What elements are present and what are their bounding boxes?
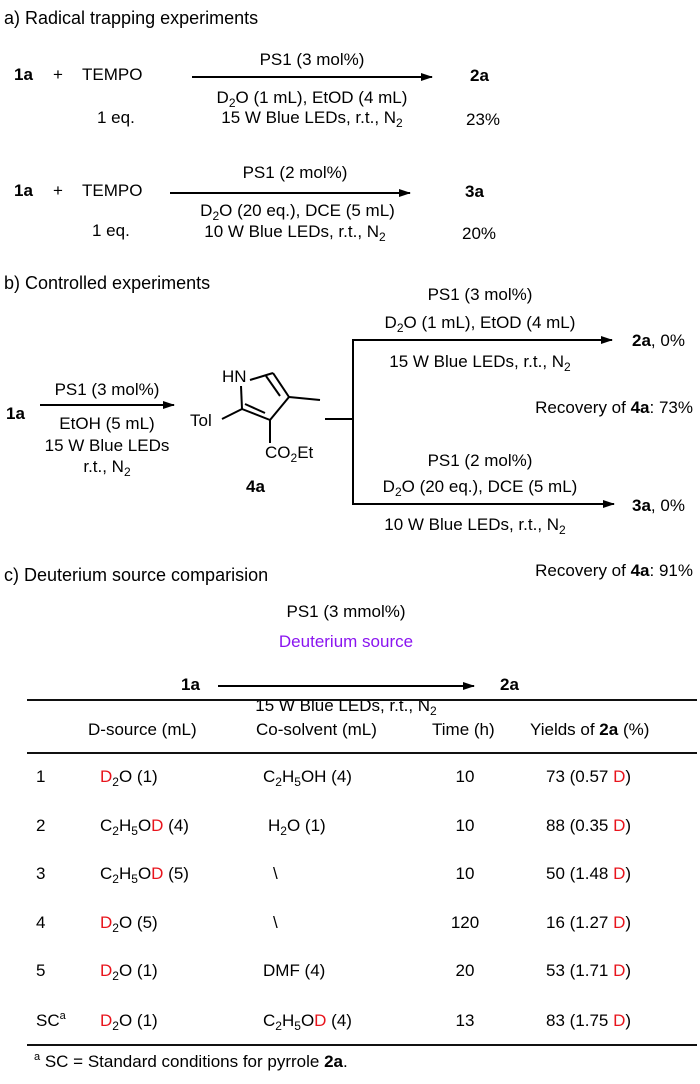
substrate-1a: 1a — [6, 404, 25, 423]
cell-time: 10 — [455, 864, 475, 883]
substrate-1a: 1a — [181, 675, 200, 694]
catalyst-label: PS1 (2 mol%) — [427, 451, 533, 470]
cell-entry: 4 — [36, 913, 46, 932]
catalyst-label: PS1 (3 mol%) — [427, 285, 533, 304]
cell-time: 10 — [455, 816, 475, 835]
cell-entry: 3 — [36, 864, 46, 883]
cell-time: 20 — [455, 961, 475, 980]
cell-cosolvent: \ — [273, 913, 278, 932]
table-header-dsource: D-source (mL) — [88, 720, 197, 739]
cell-cosolvent: C2H5OD (4) — [263, 1011, 352, 1033]
cell-time: 13 — [455, 1011, 475, 1030]
cell-entry: 2 — [36, 816, 46, 835]
section-b-title: b) Controlled experiments — [4, 273, 211, 293]
table-bottom-rule — [27, 1044, 697, 1046]
cell-dsource: C2H5OD (4) — [100, 816, 189, 838]
cell-entry: 5 — [36, 961, 46, 980]
conditions-atmosphere: r.t., N2 — [83, 457, 131, 479]
table-header-rule — [27, 752, 697, 754]
substrate-1a: 1a — [14, 65, 33, 84]
conditions-light: 15 W Blue LEDs, r.t., N2 — [221, 108, 403, 130]
ester-label: CO2Et — [265, 443, 314, 465]
table-footnote: a SC = Standard conditions for pyrrole 2… — [34, 1051, 348, 1072]
conditions-solvent: D2O (20 eq.), DCE (5 mL) — [382, 477, 578, 499]
product-2a: 2a — [500, 675, 519, 694]
product-yield: 2a, 0% — [632, 331, 685, 350]
substrate-1a: 1a — [14, 181, 33, 200]
cell-yield: 16 (1.27 D) — [546, 913, 632, 932]
intermediate-4a: 4a — [246, 477, 265, 496]
section-c-title: c) Deuterium source comparision — [4, 565, 269, 585]
cell-dsource: D2O (1) — [100, 961, 158, 983]
product-3a: 3a — [465, 182, 484, 201]
cell-dsource: D2O (1) — [100, 767, 158, 789]
plus-sign: + — [53, 65, 63, 84]
pyrrole-nh-label: HN — [222, 367, 247, 386]
conditions-light: 15 W Blue LEDs, r.t., N2 — [389, 352, 571, 374]
cell-dsource: D2O (1) — [100, 1011, 158, 1033]
product-yield: 20% — [462, 224, 497, 243]
conditions-light: 10 W Blue LEDs, r.t., N2 — [384, 515, 566, 537]
conditions-light: 15 W Blue LEDs — [44, 436, 170, 455]
table-top-rule — [27, 699, 697, 701]
cell-time: 10 — [455, 767, 475, 786]
reagent-tempo: TEMPO — [82, 65, 143, 84]
conditions-solvent: D2O (1 mL), EtOD (4 mL) — [216, 88, 408, 110]
cell-yield: 50 (1.48 D) — [546, 864, 632, 883]
cell-yield: 83 (1.75 D) — [546, 1011, 632, 1030]
plus-sign: + — [53, 181, 63, 200]
conditions-solvent: D2O (20 eq.), DCE (5 mL) — [200, 201, 395, 223]
cell-cosolvent: DMF (4) — [263, 961, 326, 980]
tolyl-label: Tol — [190, 411, 212, 430]
recovery-4a: Recovery of 4a: 73% — [535, 398, 693, 417]
product-yield: 3a, 0% — [632, 496, 685, 515]
catalyst-label: PS1 (3 mmol%) — [286, 602, 406, 621]
product-2a: 2a — [470, 66, 489, 85]
cell-cosolvent: \ — [273, 864, 278, 883]
reagent-equivalents: 1 eq. — [92, 221, 130, 240]
pyrrole-structure-4a — [221, 372, 321, 443]
cell-dsource: D2O (5) — [100, 913, 158, 935]
catalyst-label: PS1 (3 mol%) — [259, 50, 365, 69]
cell-cosolvent: H2O (1) — [268, 816, 326, 838]
reagent-tempo: TEMPO — [82, 181, 143, 200]
section-a-title: a) Radical trapping experiments — [4, 8, 259, 28]
table-header-cosolvent: Co-solvent (mL) — [256, 720, 377, 739]
recovery-4a: Recovery of 4a: 91% — [535, 561, 693, 580]
product-yield: 23% — [466, 110, 501, 129]
cell-cosolvent: C2H5OH (4) — [263, 767, 352, 789]
table-header-time: Time (h) — [432, 720, 495, 739]
conditions-solvent: EtOH (5 mL) — [59, 414, 155, 433]
cell-yield: 73 (0.57 D) — [546, 767, 632, 786]
cell-entry: 1 — [36, 767, 46, 786]
cell-dsource: C2H5OD (5) — [100, 864, 189, 886]
table-header-yield: Yields of 2a (%) — [530, 720, 650, 739]
catalyst-label: PS1 (2 mol%) — [242, 163, 348, 182]
cell-yield: 53 (1.71 D) — [546, 961, 632, 980]
cell-yield: 88 (0.35 D) — [546, 816, 632, 835]
conditions-solvent: D2O (1 mL), EtOD (4 mL) — [384, 313, 576, 335]
reagent-equivalents: 1 eq. — [97, 108, 135, 127]
catalyst-label: PS1 (3 mol%) — [54, 380, 160, 399]
cell-time: 120 — [450, 913, 480, 932]
conditions-light: 10 W Blue LEDs, r.t., N2 — [204, 222, 386, 244]
cell-entry: SCa — [36, 1010, 66, 1031]
deuterium-source-label: Deuterium source — [278, 632, 414, 651]
